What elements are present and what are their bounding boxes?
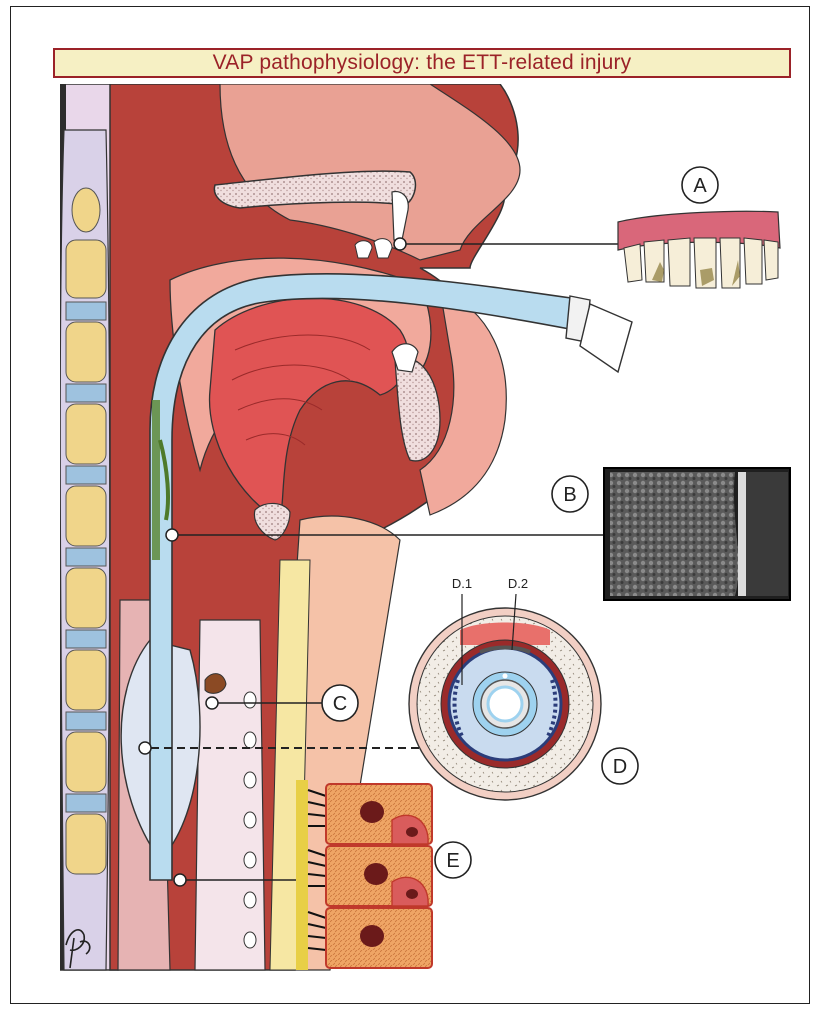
label-d1: D.1	[452, 576, 472, 591]
trachea	[195, 620, 265, 970]
label-c: C	[333, 693, 347, 715]
label-b: B	[563, 484, 576, 506]
label-d: D	[613, 756, 627, 778]
label-e: E	[446, 850, 459, 872]
trachea-cross-section: D.1 D.2	[409, 576, 601, 800]
cervical-spine	[60, 130, 110, 970]
label-d2: D.2	[508, 576, 528, 591]
biofilm-sem-image	[604, 468, 790, 600]
teeth-illustration	[618, 211, 780, 288]
label-a: A	[693, 175, 707, 197]
